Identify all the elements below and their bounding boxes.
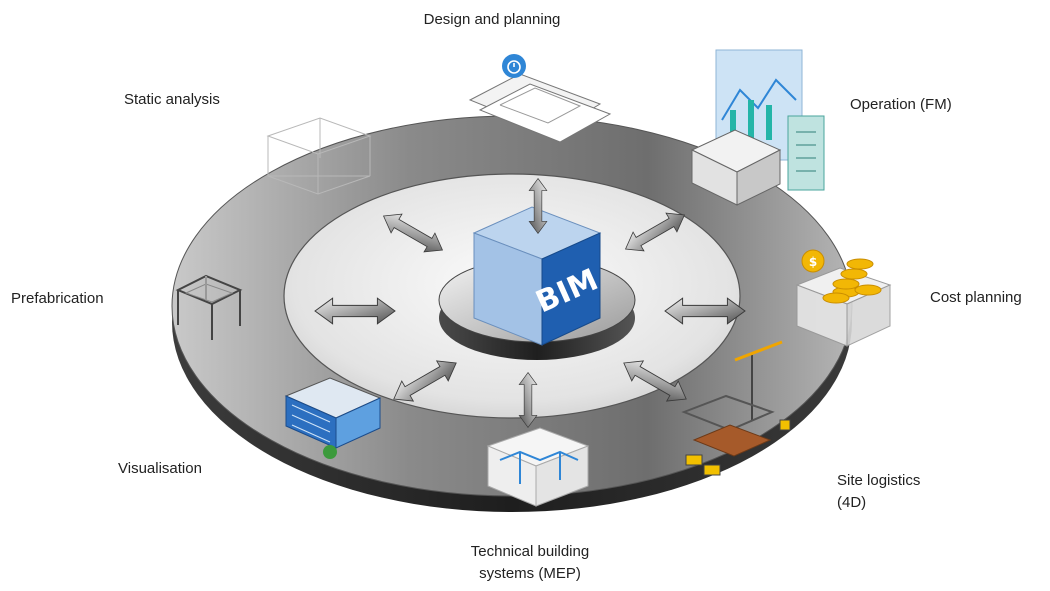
operation-building-icon xyxy=(690,49,825,206)
stage-labels: Design and planning Static analysis Oper… xyxy=(11,11,1022,582)
label-operation-fm: Operation (FM) xyxy=(850,96,952,113)
label-design-and-planning: Design and planning xyxy=(424,11,561,28)
label-mep-line2: systems (MEP) xyxy=(479,565,581,582)
label-mep-line1: Technical building xyxy=(471,543,589,560)
cost-coins-icon: $ xyxy=(795,249,892,347)
mep-systems-icon xyxy=(486,427,590,507)
label-site-logistics-line1: Site logistics xyxy=(837,472,920,489)
clipboard-icon xyxy=(787,115,825,191)
static-wireframe-icon xyxy=(266,117,372,195)
label-cost-planning: Cost planning xyxy=(930,289,1022,306)
svg-text:$: $ xyxy=(809,255,817,269)
bim-cube: BIM xyxy=(472,206,603,346)
site-crane-icon xyxy=(681,340,791,476)
label-prefabrication: Prefabrication xyxy=(11,290,104,307)
visualisation-building-icon xyxy=(284,377,382,459)
design-drawings-icon xyxy=(468,54,612,143)
prefab-frame-icon xyxy=(175,274,243,340)
excavator-icon xyxy=(685,454,703,466)
label-static-analysis: Static analysis xyxy=(124,91,220,108)
dollar-coin-icon xyxy=(801,249,825,273)
label-site-logistics-line2: (4D) xyxy=(837,494,866,511)
label-visualisation: Visualisation xyxy=(118,460,202,477)
